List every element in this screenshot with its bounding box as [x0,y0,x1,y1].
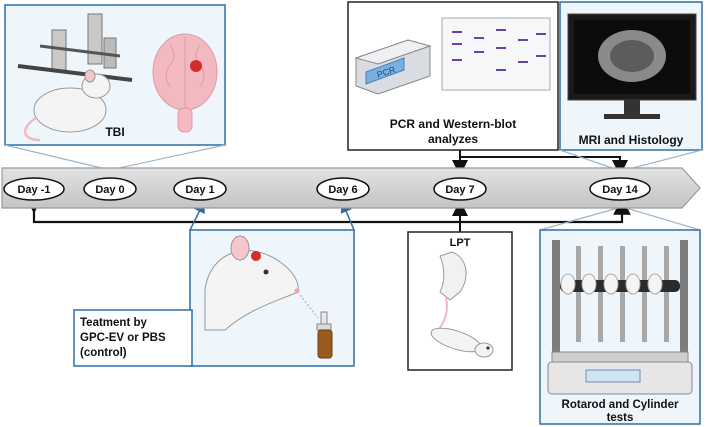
day-label: Day 1 [185,184,214,196]
day-marker [433,177,487,201]
lpt-panel: LPT [407,231,513,371]
western-blot-gel-icon [441,17,551,91]
treatment-label-line1: Teatment by [80,317,147,329]
nasal-spray-bottle-icon [299,294,333,359]
lpt-label: LPT [450,237,471,249]
lesion-mark [190,60,202,72]
monitor-icon [567,13,697,119]
tbi-panel: TBI [4,4,226,146]
suspended-rat-icon [430,297,494,358]
treatment-label-line2: GPC-EV or PBS [80,332,166,344]
rotarod-panel: Rotarod and Cylinder tests [539,229,701,425]
mri-panel: MRI and Histology [559,1,703,151]
day-label: Day 14 [602,184,638,196]
day-label: Day 7 [445,184,474,196]
brain-icon [152,33,218,133]
rotarod-label-line1: Rotarod and Cylinder [562,399,679,411]
tbi-label: TBI [105,125,124,139]
rotarod-label-line2: tests [607,412,634,424]
pcr-panel: PCR PCR and Western-blot analyzes [347,1,559,151]
rat-icon [24,69,111,142]
day-marker [589,177,651,201]
day-label: Day 0 [95,184,124,196]
treatment-label-box: Teatment by GPC-EV or PBS (control) [73,309,193,367]
day-label: Day -1 [17,184,50,196]
rat-head-icon [204,235,300,331]
day-marker [3,177,65,201]
hand-icon [439,251,467,301]
day-marker [316,177,370,201]
mri-label: MRI and Histology [579,133,684,147]
day-marker [173,177,227,201]
rotarod-apparatus-icon [547,240,693,395]
pcr-label-line2: analyzes [428,132,478,146]
treatment-panel [189,229,355,367]
treatment-label-line3: (control) [80,347,127,359]
stereotaxic-frame-icon [17,13,133,82]
day-marker [83,177,137,201]
day-label: Day 6 [328,184,357,196]
timeline: Day -1 Day 0 Day 1 Day 6 Day 7 Day 14 [1,167,701,209]
pcr-machine-icon: PCR [354,39,432,95]
pcr-label-line1: PCR and Western-blot [390,117,516,131]
